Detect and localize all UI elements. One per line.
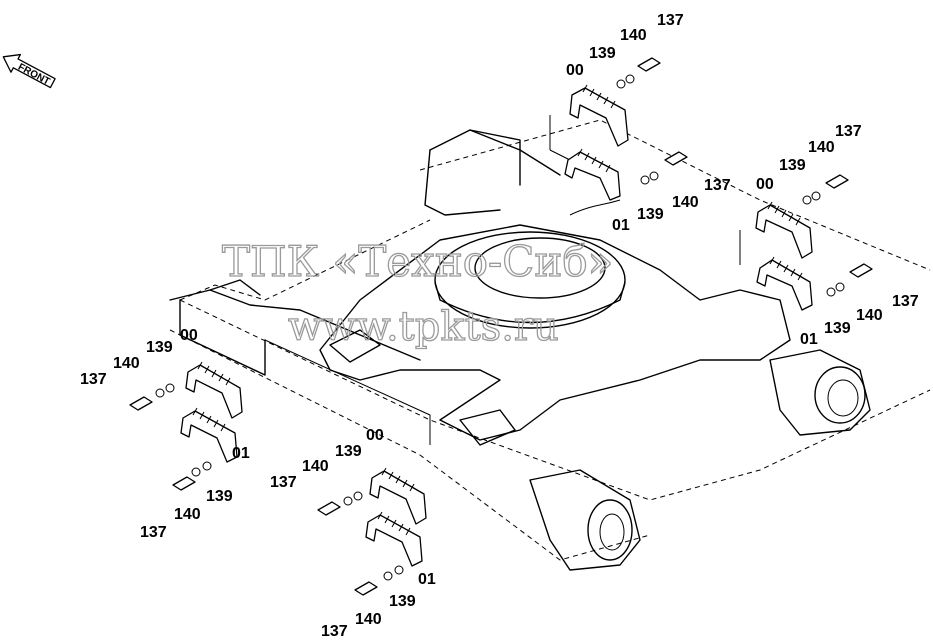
callout-140: 140 [174, 506, 201, 523]
callout-137: 137 [270, 474, 297, 491]
callout-137: 137 [704, 177, 731, 194]
bracket-upper-01 [564, 148, 688, 216]
watermark-company: ТПК «Техно-Сиб» [222, 237, 613, 286]
callout-140: 140 [355, 611, 382, 628]
callout-139: 139 [824, 320, 851, 337]
center-frame [319, 224, 791, 446]
callout-00: 00 [566, 62, 584, 79]
right-idler [769, 349, 871, 436]
callout-01: 01 [232, 445, 250, 462]
bracket-left-01 [172, 407, 238, 491]
callout-139: 139 [206, 488, 233, 505]
left-rail [179, 279, 431, 445]
callout-140: 140 [620, 27, 647, 44]
callout-139: 139 [335, 443, 362, 460]
callout-01: 01 [612, 217, 630, 234]
watermark-url: www.tpkts.ru [288, 304, 559, 350]
track-frame [169, 119, 931, 561]
callout-137: 137 [835, 123, 862, 140]
callout-140: 140 [672, 194, 699, 211]
bracket-lower-00 [317, 467, 427, 525]
callout-140: 140 [856, 307, 883, 324]
callout-139: 139 [146, 339, 173, 356]
callout-140: 140 [302, 458, 329, 475]
callout-137: 137 [140, 524, 167, 541]
callout-139: 139 [779, 157, 806, 174]
bracket-left-00 [129, 361, 243, 419]
callout-01: 01 [418, 571, 436, 588]
callout-139: 139 [589, 45, 616, 62]
callout-00: 00 [366, 427, 384, 444]
callout-140: 140 [808, 139, 835, 156]
bracket-upper-00 [549, 57, 661, 161]
callout-00: 00 [180, 327, 198, 344]
callout-137: 137 [892, 293, 919, 310]
callout-137: 137 [321, 623, 348, 640]
callout-139: 139 [389, 593, 416, 610]
front-label: FRONT [16, 62, 52, 88]
callout-00: 00 [756, 176, 774, 193]
bracket-right-00 [739, 174, 849, 265]
callout-01: 01 [800, 331, 818, 348]
callout-140: 140 [113, 355, 140, 372]
callout-137: 137 [657, 12, 684, 29]
bracket-lower-01 [354, 511, 423, 596]
lower-idler [529, 469, 641, 571]
front-arrow-icon: FRONT [2, 53, 56, 89]
callout-139: 139 [637, 206, 664, 223]
bracket-right-01 [756, 256, 873, 311]
callout-137: 137 [80, 371, 107, 388]
